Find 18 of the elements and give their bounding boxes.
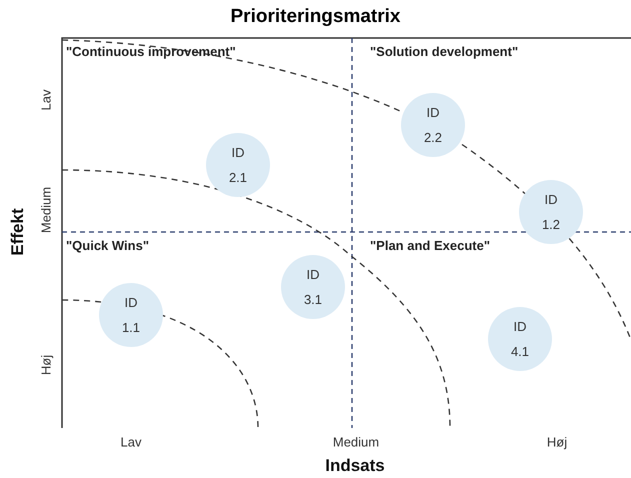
axis-tick-label: Medium — [332, 434, 380, 450]
axis-tick-label: Høj — [38, 354, 54, 376]
quadrant-label: "Quick Wins" — [66, 238, 150, 253]
axis-tick-label: Lav — [38, 90, 54, 110]
item-id: ID 2.1 — [228, 144, 248, 187]
axis-title: Indsats — [325, 456, 385, 476]
item-id: ID 2.2 — [422, 104, 444, 147]
axis-tick-label: Medium — [38, 186, 54, 234]
item-id: ID 1.1 — [120, 294, 142, 337]
item-id: ID 1.2 — [540, 191, 562, 234]
item-id: ID 3.1 — [302, 266, 324, 309]
item-id: ID 4.1 — [510, 318, 530, 361]
quadrant-label: "Solution development" — [370, 44, 518, 59]
axis-tick-label: Høj — [546, 434, 568, 450]
chart-title: Prioriteringsmatrix — [230, 6, 402, 28]
axis-tick-label: Lav — [120, 434, 142, 450]
axis-title: Effekt — [8, 208, 28, 256]
quadrant-label: "Plan and Execute" — [370, 238, 490, 253]
